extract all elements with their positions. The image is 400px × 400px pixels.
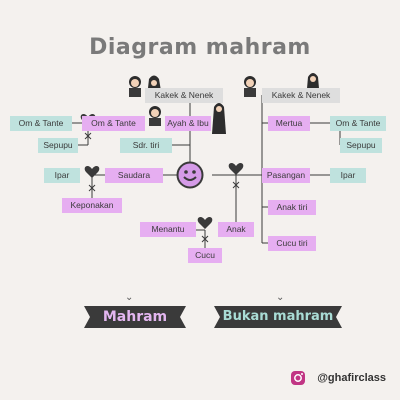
- keponakan-node: Keponakan: [62, 198, 122, 213]
- mertua-node: Mertua: [268, 116, 310, 131]
- page-title: Diagram mahram: [89, 35, 311, 60]
- instagram-handle[interactable]: @ghafirclass: [317, 372, 386, 384]
- cucu-node: Cucu: [188, 248, 222, 263]
- saudara-node: Saudara: [105, 168, 163, 183]
- kakek-nenek-right-node: Kakek & Nenek: [262, 88, 340, 103]
- anak-node: Anak: [218, 222, 254, 237]
- father-icon: [149, 106, 161, 126]
- ipar-right-node: Ipar: [330, 168, 366, 183]
- mother-icon: [212, 103, 226, 134]
- om-tante-right-node: Om & Tante: [330, 116, 386, 131]
- self-smiley-icon: [176, 161, 204, 189]
- kakek-nenek-left-node: Kakek & Nenek: [145, 88, 223, 103]
- bukan-mahram-legend-label: Bukan mahram: [222, 309, 334, 324]
- sepupu-left-node: Sepupu: [38, 138, 78, 153]
- cucu-tiri-node: Cucu tiri: [268, 236, 316, 251]
- instagram-icon: [291, 371, 305, 385]
- om-tante-left-node: Om & Tante: [82, 116, 145, 131]
- ayah-ibu-node: Ayah & Ibu: [165, 116, 211, 131]
- om-tante-far-left-node: Om & Tante: [10, 116, 72, 131]
- anak-tiri-node: Anak tiri: [268, 200, 316, 215]
- mahram-legend-label: Mahram: [102, 309, 168, 325]
- sepupu-right-node: Sepupu: [340, 138, 382, 153]
- ipar-left-node: Ipar: [44, 168, 80, 183]
- sdr-tiri-node: Sdr. tiri: [120, 138, 172, 153]
- mahram-banner-bg: [84, 306, 186, 328]
- pasangan-node: Pasangan: [262, 168, 310, 183]
- grandfather-right-icon: [244, 76, 256, 97]
- bukan-mahram-banner-bg: [214, 306, 342, 328]
- menantu-node: Menantu: [140, 222, 196, 237]
